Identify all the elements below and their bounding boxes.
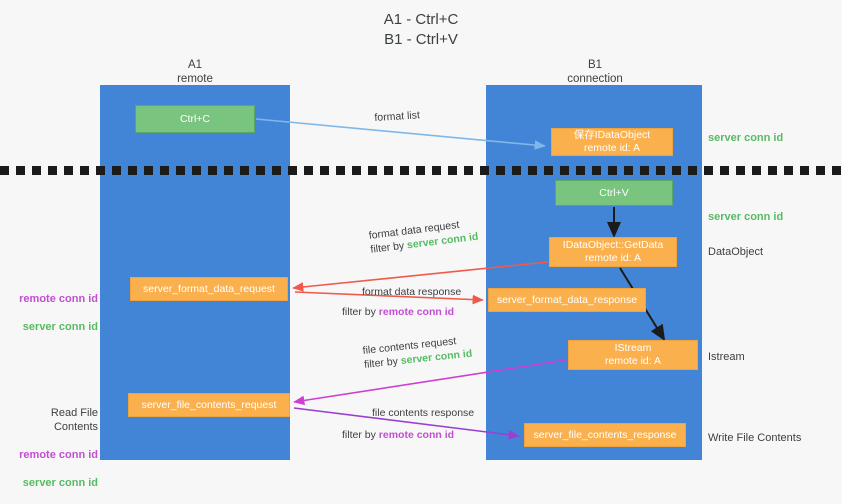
annotation-conn-ids-format: remote conn id server conn id bbox=[10, 278, 98, 348]
diagram-canvas: A1 - Ctrl+C B1 - Ctrl+V A1 remote B1 con… bbox=[0, 11, 842, 489]
filter-prefix: filter by bbox=[363, 355, 402, 371]
box-idataobject-getdata[interactable]: IDataObject::GetData remote id: A bbox=[549, 237, 677, 267]
annotation-data-object: DataObject bbox=[708, 246, 764, 258]
column-header-b1: B1 connection bbox=[567, 59, 623, 85]
edge-label-format-data-request: format data request filter by server con… bbox=[368, 216, 479, 257]
box-ctrl-c[interactable]: Ctrl+C bbox=[135, 105, 255, 133]
annotation-read-file-contents-group: Read File Contents remote conn id server… bbox=[8, 392, 98, 504]
edge-label-text: format data response bbox=[362, 286, 462, 298]
box-save-idataobject[interactable]: 保存IDataObject remote id: A bbox=[551, 128, 673, 156]
annotation-server-conn-id-top: server conn id bbox=[708, 132, 784, 144]
edge-label-file-contents-response: file contents response filter by remote … bbox=[342, 406, 475, 442]
edge-label-text: format list bbox=[374, 109, 421, 124]
annotation-server-conn-id-mid: server conn id bbox=[708, 211, 784, 223]
box-istream[interactable]: IStream remote id: A bbox=[568, 340, 698, 370]
edge-label-format-data-response: format data response filter by remote co… bbox=[342, 285, 462, 319]
edge-label-file-contents-request: file contents request filter by server c… bbox=[362, 333, 473, 372]
annotation-write-file-contents: Write File Contents bbox=[708, 432, 802, 444]
page-title: A1 - Ctrl+C B1 - Ctrl+V bbox=[383, 11, 459, 48]
annotation-istream: Istream bbox=[708, 351, 745, 363]
edge-label-text: file contents response bbox=[372, 407, 475, 419]
filter-key-remote-conn-id: remote conn id bbox=[378, 306, 455, 318]
annotation-read-file-contents: Read File Contents bbox=[50, 407, 98, 433]
edge-label-filter: filter by remote conn id bbox=[342, 305, 461, 319]
column-header-a1: A1 remote bbox=[177, 59, 213, 85]
filter-prefix: filter by bbox=[369, 239, 408, 256]
filter-prefix: filter by bbox=[342, 306, 379, 318]
box-server-file-contents-response[interactable]: server_file_contents_response bbox=[524, 423, 686, 447]
annotation-server-conn-id: server conn id bbox=[22, 477, 98, 489]
box-ctrl-v[interactable]: Ctrl+V bbox=[555, 180, 673, 206]
filter-prefix: filter by bbox=[342, 429, 379, 441]
edge-label-filter: filter by remote conn id bbox=[342, 428, 474, 442]
box-server-format-data-response[interactable]: server_format_data_response bbox=[488, 288, 646, 312]
phase-divider bbox=[0, 166, 842, 175]
annotation-server-conn-id: server conn id bbox=[22, 321, 98, 333]
filter-key-remote-conn-id: remote conn id bbox=[378, 429, 455, 441]
annotation-remote-conn-id: remote conn id bbox=[19, 293, 98, 305]
annotation-remote-conn-id: remote conn id bbox=[19, 449, 98, 461]
edge-label-format-list: format list bbox=[374, 108, 420, 125]
box-server-format-data-request[interactable]: server_format_data_request bbox=[130, 277, 288, 301]
box-server-file-contents-request[interactable]: server_file_contents_request bbox=[128, 393, 290, 417]
